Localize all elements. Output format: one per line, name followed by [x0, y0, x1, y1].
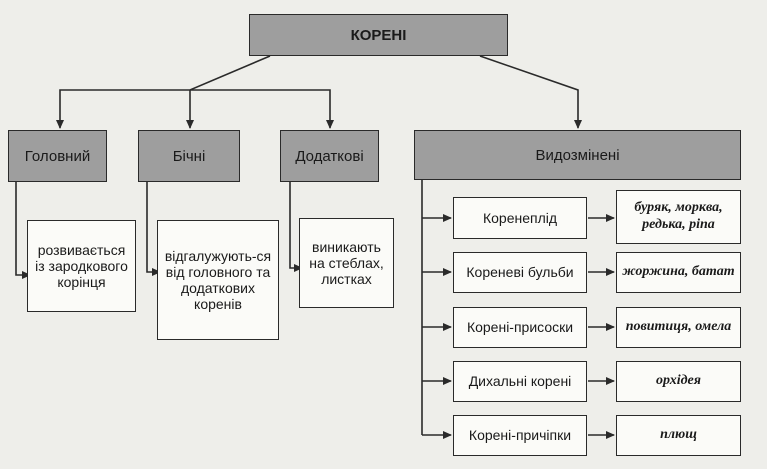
- category-lateral: Бічні: [138, 130, 240, 182]
- examples-1: буряк, морква, редька, ріпа: [616, 190, 741, 244]
- arrow-main-to-description: [15, 182, 31, 279]
- modified-type-1: Коренеплід: [453, 197, 587, 239]
- root-node: КОРЕНІ: [249, 14, 508, 56]
- modified-type-3: Корені-присоски: [453, 307, 587, 348]
- modified-type-2: Кореневі бульби: [453, 252, 587, 293]
- modified-type-4: Дихальні корені: [453, 361, 587, 402]
- arrow-lateral-to-description: [146, 182, 161, 276]
- description-main: розвивається із зародкового корінця: [27, 220, 136, 312]
- description-additional: виникають на стеблах, листках: [299, 218, 394, 308]
- examples-4: орхідея: [616, 361, 741, 402]
- examples-3: повитиця, омела: [616, 307, 741, 348]
- examples-5: плющ: [616, 415, 741, 456]
- category-modified: Видозмінені: [414, 130, 741, 180]
- examples-2: жоржина, батат: [616, 252, 741, 293]
- category-additional: Додаткові: [280, 130, 379, 182]
- description-lateral: відгалужують-ся від головного та додатко…: [157, 220, 279, 340]
- arrow-root-to-additional: [190, 89, 334, 129]
- arrow-root-to-main: [56, 55, 271, 129]
- arrow-additional-to-description: [289, 182, 303, 272]
- modified-type-5: Корені-причіпки: [453, 415, 587, 456]
- category-main: Головний: [8, 130, 107, 182]
- arrow-root-to-modified: [479, 55, 582, 129]
